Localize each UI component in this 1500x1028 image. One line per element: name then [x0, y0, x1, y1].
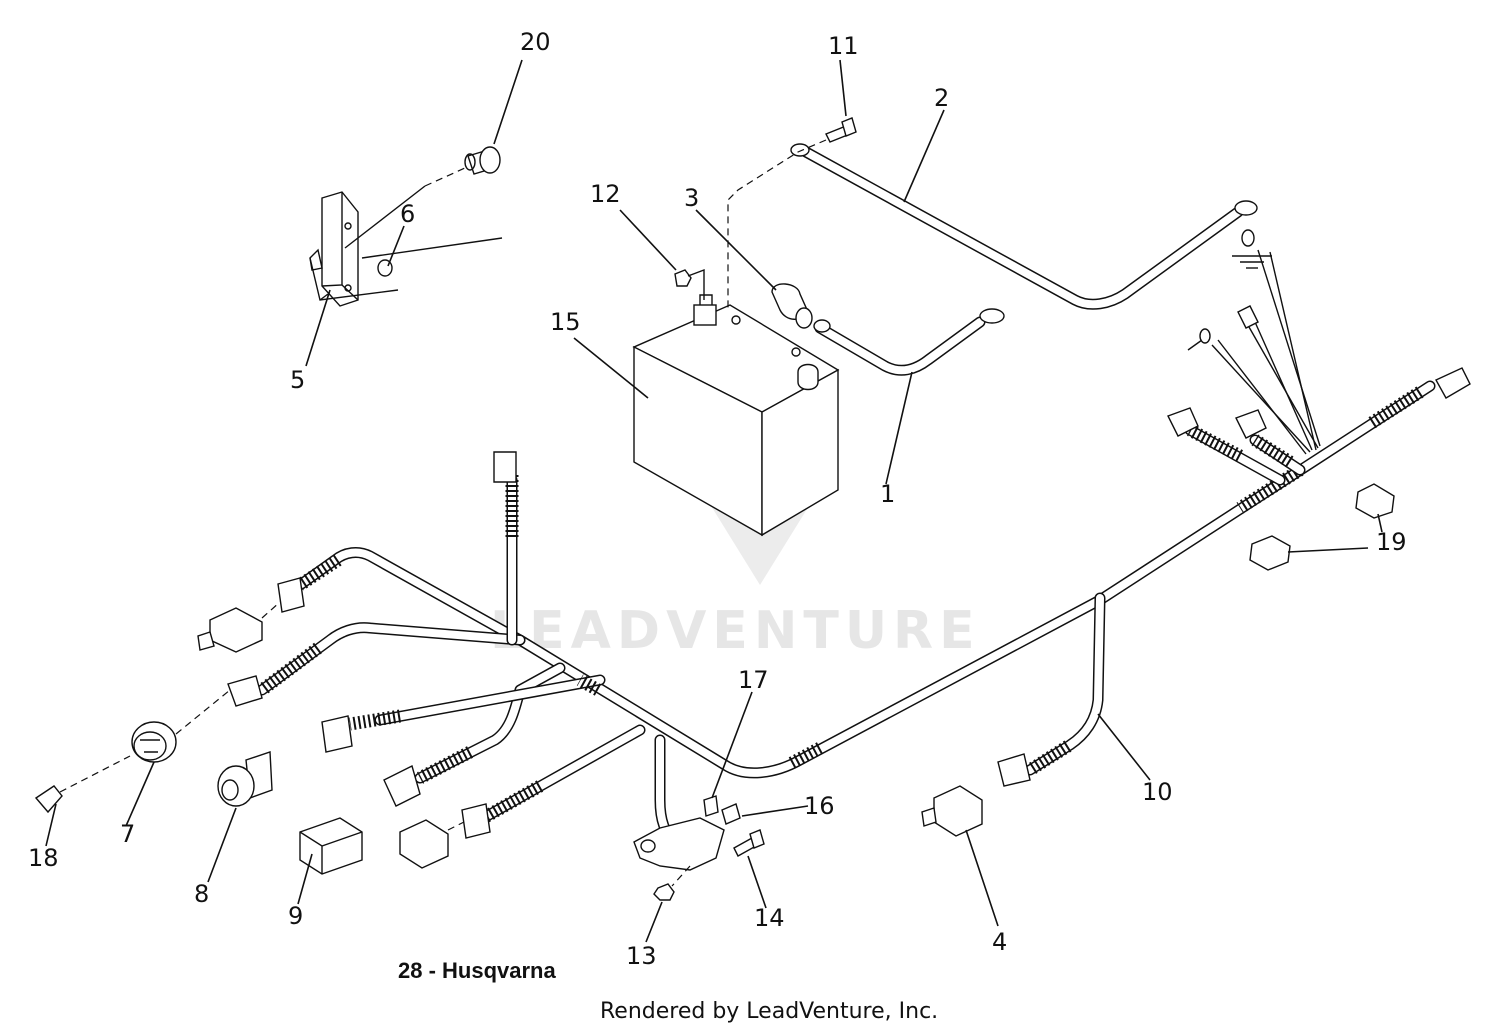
part-1-cable[interactable] [813, 308, 1005, 376]
callout-11: 11 [828, 32, 859, 60]
switch-upper-left[interactable] [197, 601, 281, 653]
footer-credit: Rendered by LeadVenture, Inc. [600, 999, 938, 1024]
callout-3: 3 [684, 184, 699, 212]
callout-6: 6 [400, 200, 415, 228]
part-20-knob[interactable] [464, 146, 501, 175]
callout-13: 13 [626, 942, 657, 970]
part-7-ignition-switch[interactable] [131, 689, 231, 763]
callout-10: 10 [1142, 778, 1173, 806]
part-13-nut[interactable] [653, 883, 675, 901]
part-19-clips[interactable] [1249, 483, 1395, 571]
callout-2: 2 [934, 84, 949, 112]
callout-8: 8 [194, 880, 209, 908]
part-12-nut[interactable] [674, 268, 705, 300]
part-8-light-socket[interactable] [217, 751, 273, 807]
callout-5: 5 [290, 366, 305, 394]
callout-16: 16 [804, 792, 835, 820]
callout-4: 4 [992, 928, 1007, 956]
callout-19: 19 [1376, 528, 1407, 556]
callout-9: 9 [288, 902, 303, 930]
leader-lines [45, 59, 1383, 943]
part-15-battery[interactable] [632, 294, 840, 537]
diagram-title: 28 - Husqvarna [398, 958, 556, 983]
switch-lower-middle[interactable] [399, 819, 465, 869]
part-5-bracket[interactable] [321, 191, 359, 307]
callout-14: 14 [754, 904, 785, 932]
watermark-text: LEADVENTURE [490, 601, 981, 661]
part-13-14-bracket[interactable] [633, 817, 725, 887]
callout-1: 1 [880, 480, 895, 508]
part-2-cable[interactable] [790, 143, 1258, 310]
part-9-relay[interactable] [299, 817, 363, 875]
part-10-wiring-harness[interactable] [227, 229, 1471, 846]
part-16-17-fuse[interactable] [703, 795, 741, 825]
callout-20: 20 [520, 28, 551, 56]
callout-18: 18 [28, 844, 59, 872]
part-14-bolt[interactable] [733, 829, 765, 857]
callout-17: 17 [738, 666, 769, 694]
part-18-key[interactable] [34, 755, 131, 814]
part-4-switch[interactable] [921, 785, 983, 837]
callouts: 20 11 2 12 3 6 15 5 1 19 17 16 7 18 8 9 … [28, 28, 1407, 970]
callout-7: 7 [120, 820, 135, 848]
part-3-terminal-boot[interactable] [771, 283, 813, 329]
part-11-bolt[interactable] [727, 117, 857, 310]
callout-12: 12 [590, 180, 621, 208]
callout-15: 15 [550, 308, 581, 336]
